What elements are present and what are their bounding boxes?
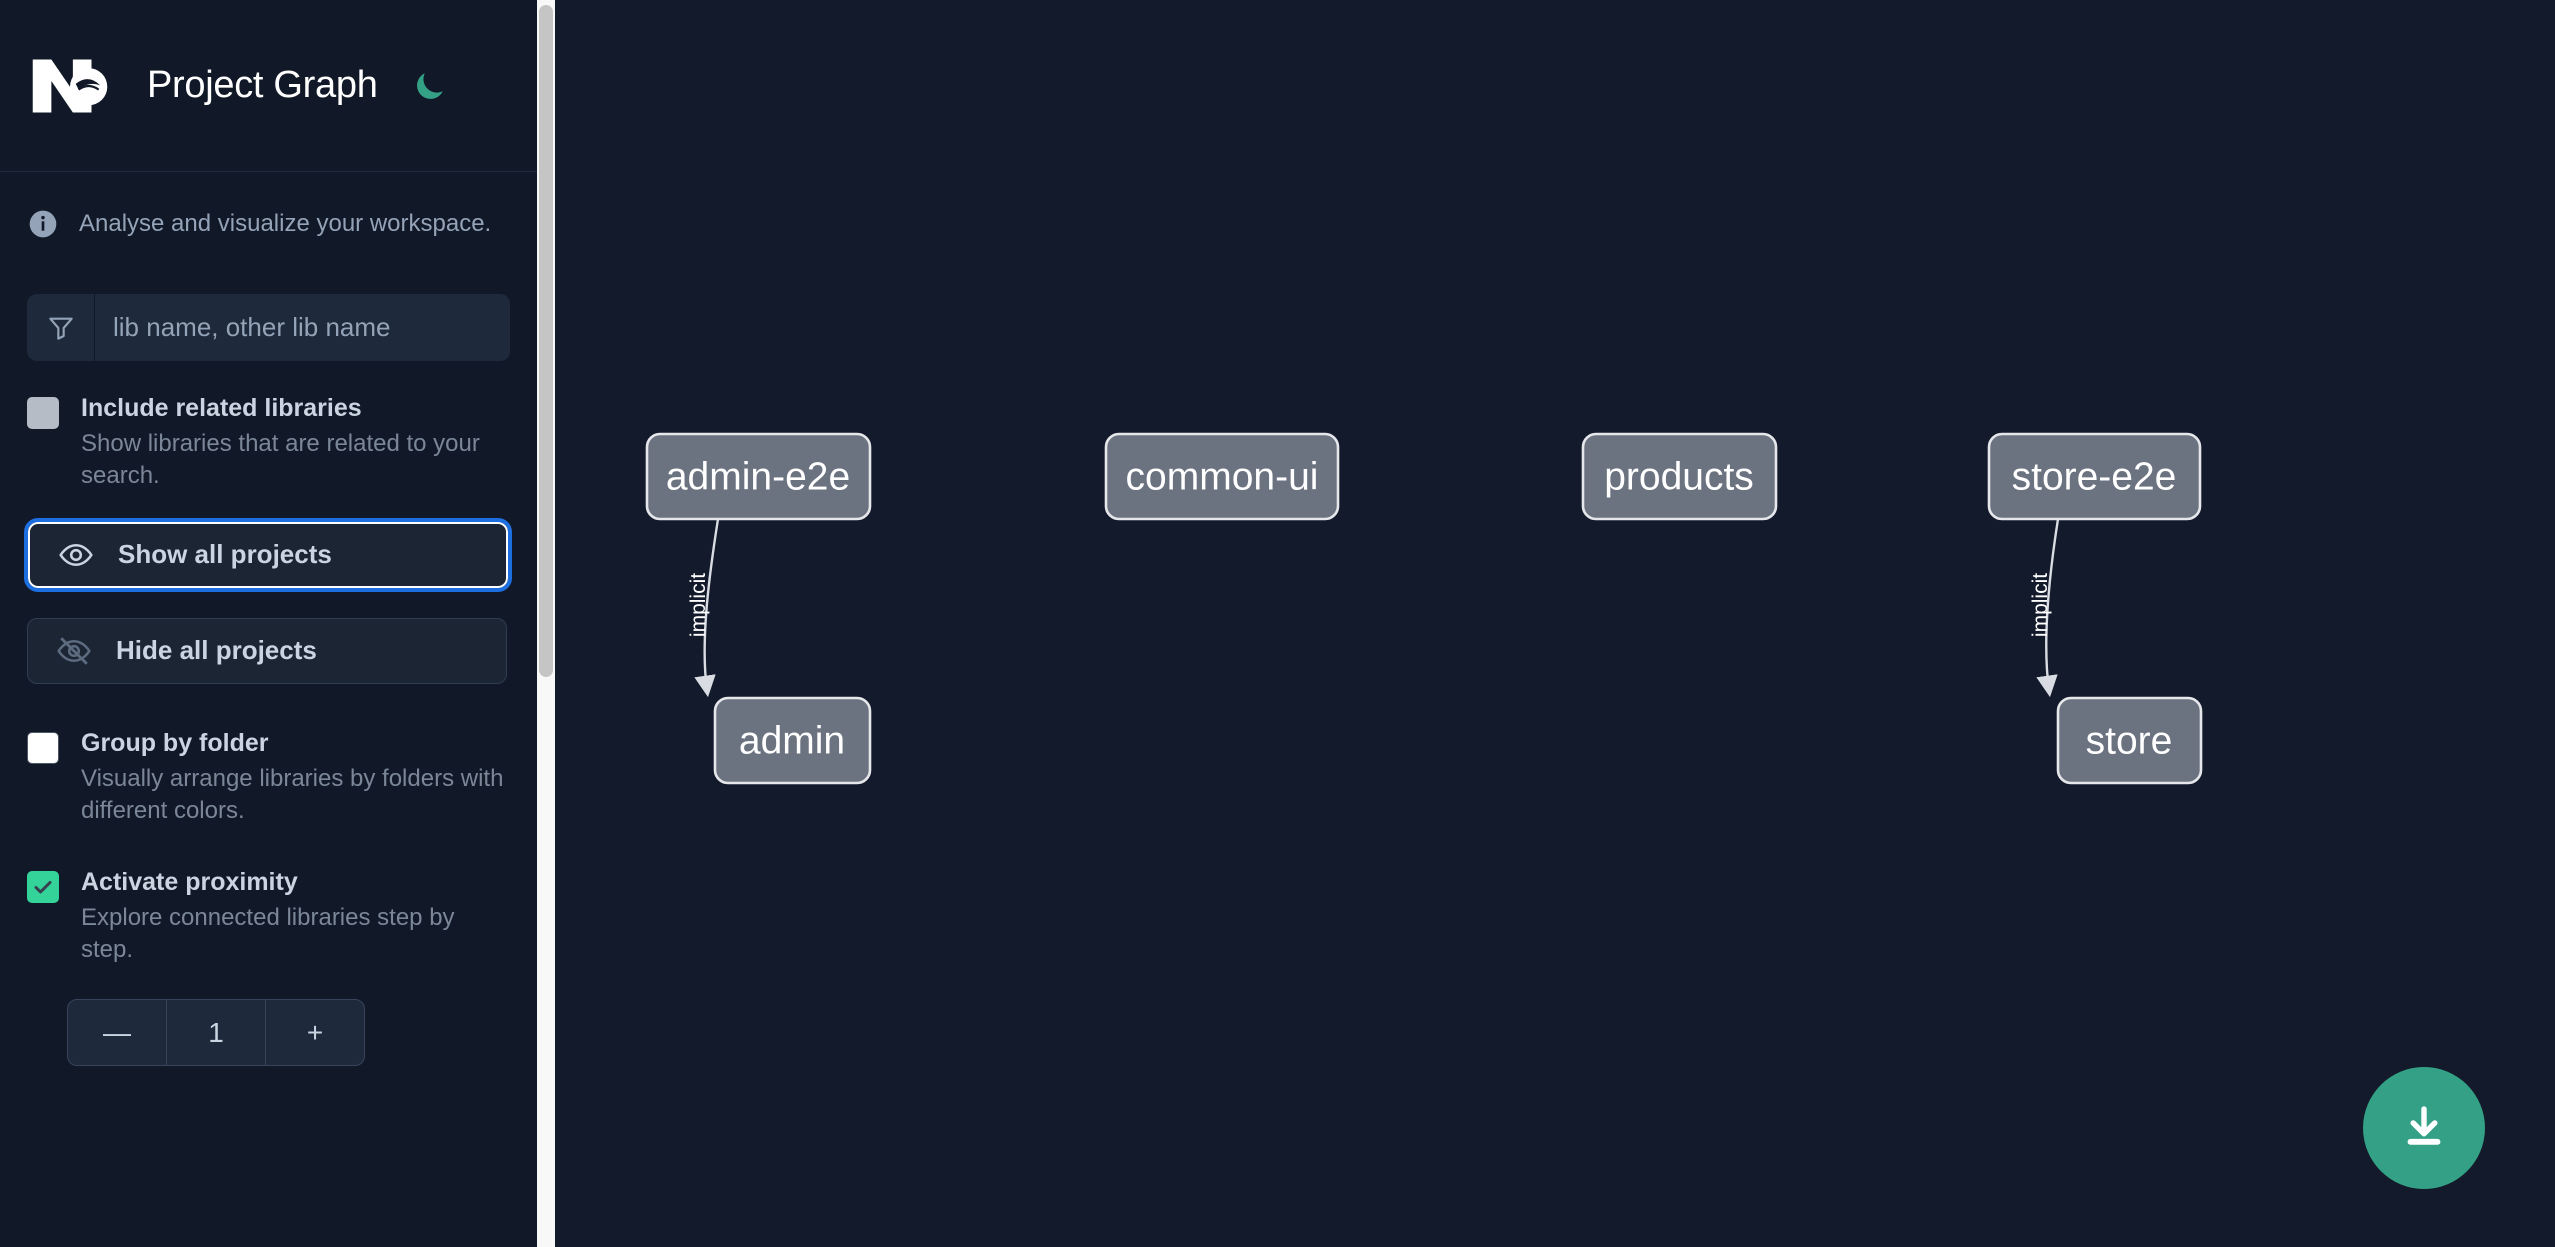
project-graph-svg: implicit implicit admin-e2e common-ui pr… <box>645 432 2203 785</box>
option-activate-proximity[interactable]: Activate proximity Explore connected lib… <box>27 867 510 966</box>
node-label: admin-e2e <box>666 455 850 498</box>
checkbox-group-by-folder[interactable] <box>27 731 59 764</box>
sidebar-header: Project Graph <box>0 0 537 172</box>
node-label: store <box>2086 719 2173 762</box>
sidebar-content: Project Graph Analyse and visualize your… <box>0 0 537 1247</box>
option-description: Visually arrange libraries by folders wi… <box>81 764 504 824</box>
page-title: Project Graph <box>147 64 378 106</box>
hide-all-projects-button[interactable]: Hide all projects <box>27 617 507 684</box>
proximity-stepper: — 1 + <box>67 999 365 1067</box>
download-image-button[interactable] <box>2363 1067 2485 1189</box>
edge-admin-e2e-admin <box>694 518 720 698</box>
eye-icon <box>57 536 95 574</box>
option-include-related-libraries[interactable]: Include related libraries Show libraries… <box>27 393 510 492</box>
edge-label: implicit <box>2029 573 2052 637</box>
node-store-e2e[interactable]: store-e2e <box>1987 432 2202 521</box>
filter-box <box>27 294 510 361</box>
download-icon <box>2397 1100 2451 1157</box>
node-products[interactable]: products <box>1581 432 1778 521</box>
sidebar-controls: Include related libraries Show libraries… <box>0 294 537 1067</box>
node-label: common-ui <box>1126 455 1319 498</box>
option-group-by-folder[interactable]: Group by folder Visually arrange librari… <box>27 728 510 827</box>
option-label: Activate proximity <box>81 867 298 896</box>
node-label: products <box>1604 455 1754 498</box>
proximity-increment-button[interactable]: + <box>265 1000 364 1066</box>
option-description: Show libraries that are related to your … <box>81 430 480 489</box>
show-all-projects-button[interactable]: Show all projects <box>24 517 512 592</box>
sidebar-scrollbar[interactable] <box>537 0 555 1247</box>
node-common-ui[interactable]: common-ui <box>1104 432 1340 521</box>
proximity-decrement-button[interactable]: — <box>103 1016 131 1048</box>
workspace-info: Analyse and visualize your workspace. <box>0 172 537 276</box>
node-admin[interactable]: admin <box>713 696 872 785</box>
node-store[interactable]: store <box>2056 696 2203 785</box>
sidebar: Project Graph Analyse and visualize your… <box>0 0 555 1247</box>
nx-logo-icon <box>27 55 113 117</box>
option-label: Group by folder <box>81 728 269 757</box>
info-circle-icon <box>27 208 59 240</box>
workspace-info-text: Analyse and visualize your workspace. <box>79 210 492 237</box>
graph-canvas[interactable]: implicit implicit admin-e2e common-ui pr… <box>555 0 2555 1247</box>
show-all-projects-label: Show all projects <box>118 539 332 570</box>
graph-nodes: admin-e2e common-ui products store-e2e a… <box>645 432 2203 785</box>
funnel-icon <box>27 294 95 361</box>
edge-store-e2e-store <box>2036 518 2060 698</box>
graph-edges: implicit implicit <box>687 518 2060 698</box>
proximity-value[interactable]: 1 <box>166 1000 265 1066</box>
node-admin-e2e[interactable]: admin-e2e <box>645 432 872 521</box>
node-label: admin <box>739 719 845 762</box>
edge-label: implicit <box>687 573 710 637</box>
checkbox-include-related-libraries[interactable] <box>27 397 59 429</box>
eye-slash-icon <box>55 632 93 670</box>
option-description: Explore connected libraries step by step… <box>81 903 455 963</box>
checkbox-activate-proximity[interactable] <box>27 870 59 903</box>
sidebar-scrollbar-thumb[interactable] <box>539 5 553 677</box>
search-input[interactable] <box>95 294 510 361</box>
moon-icon[interactable] <box>408 64 452 108</box>
option-label: Include related libraries <box>81 394 362 422</box>
node-label: store-e2e <box>2012 455 2177 498</box>
hide-all-projects-label: Hide all projects <box>116 635 317 666</box>
